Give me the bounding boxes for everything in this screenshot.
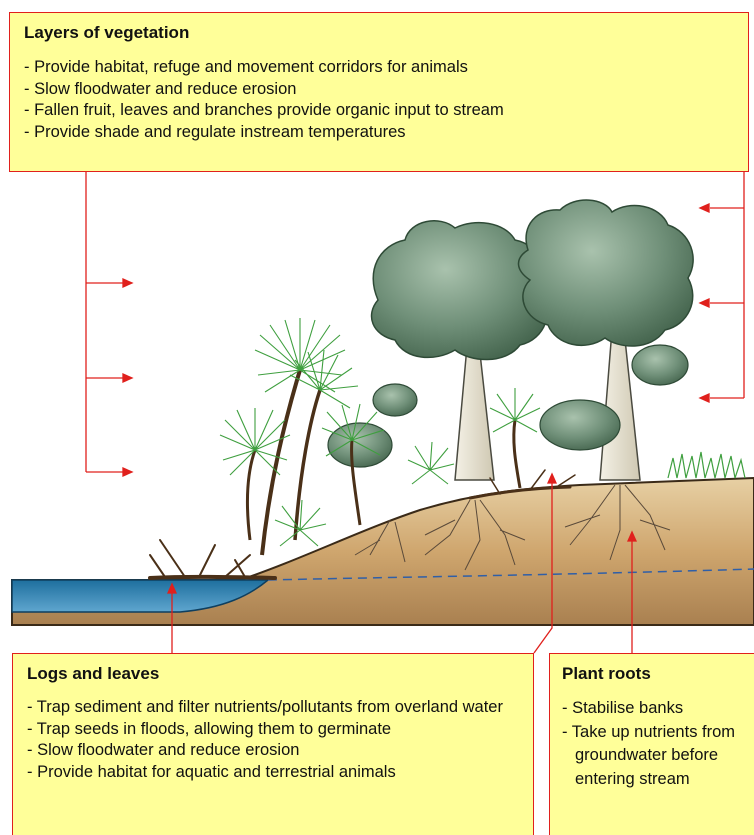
left-bracket xyxy=(86,172,132,476)
vegetation-title: Layers of vegetation xyxy=(24,23,734,43)
logs-callout: Logs and leaves Trap sediment and filter… xyxy=(12,653,534,835)
understorey-shrub xyxy=(373,384,417,416)
logs-title: Logs and leaves xyxy=(27,664,519,684)
understorey-shrub xyxy=(328,423,392,467)
roots-callout: Plant roots Stabilise banks Take up nutr… xyxy=(549,653,754,835)
list-item: Slow floodwater and reduce erosion xyxy=(27,740,519,762)
roots-title: Plant roots xyxy=(562,664,751,684)
list-item: Trap sediment and filter nutrients/pollu… xyxy=(27,697,519,719)
list-item: Provide habitat for aquatic and terrestr… xyxy=(27,762,519,784)
list-item: Take up nutrients from groundwater befor… xyxy=(562,721,751,792)
list-item: Slow floodwater and reduce erosion xyxy=(24,79,734,101)
understorey-shrub xyxy=(540,400,620,450)
list-item: Provide shade and regulate instream temp… xyxy=(24,122,734,144)
list-item: Fallen fruit, leaves and branches provid… xyxy=(24,100,734,122)
list-item: Trap seeds in floods, allowing them to g… xyxy=(27,719,519,741)
understorey-shrub xyxy=(632,345,688,385)
logs-list: Trap sediment and filter nutrients/pollu… xyxy=(27,697,519,783)
right-bracket xyxy=(700,172,744,402)
vegetation-list: Provide habitat, refuge and movement cor… xyxy=(24,57,734,143)
list-item: Provide habitat, refuge and movement cor… xyxy=(24,57,734,79)
roots-list: Stabilise banks Take up nutrients from g… xyxy=(562,697,751,791)
list-item: Stabilise banks xyxy=(562,697,751,721)
vegetation-callout: Layers of vegetation Provide habitat, re… xyxy=(9,12,749,172)
grass-tuft xyxy=(668,452,745,478)
